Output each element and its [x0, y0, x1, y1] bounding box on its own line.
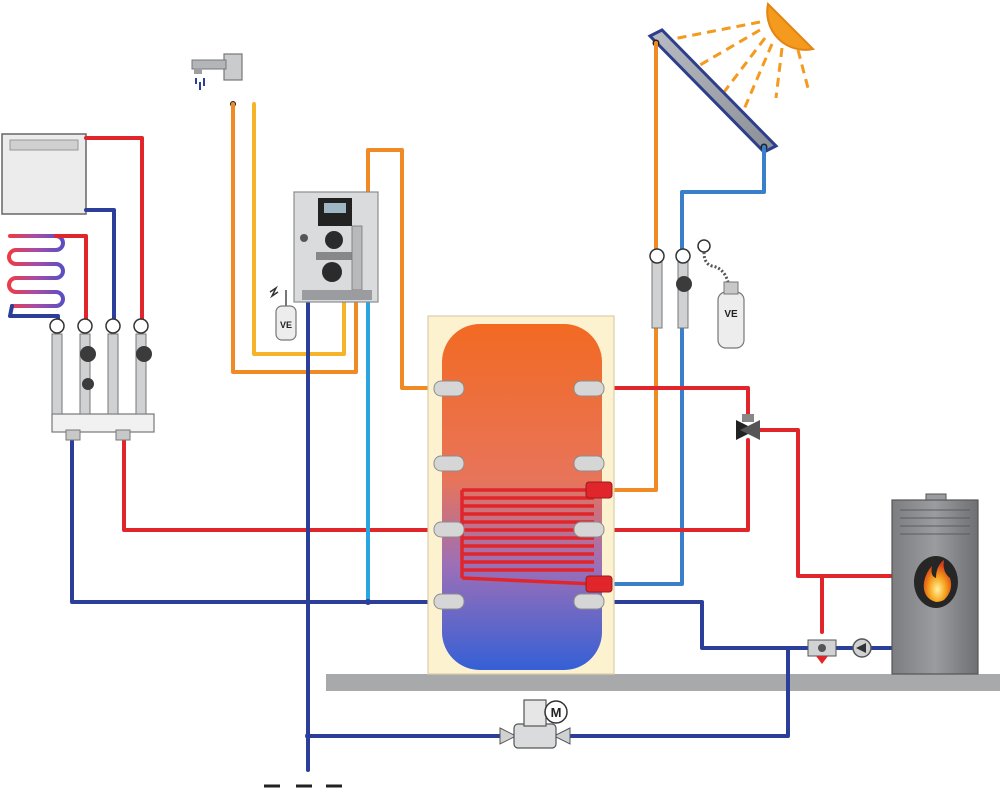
tank-sockets-right: [573, 380, 605, 610]
stove-pump-icon: [852, 638, 872, 658]
motorized-valve-icon: M: [499, 699, 571, 749]
three-way-valve-icon: [736, 414, 760, 440]
pipe-tank-hot-outlet: [366, 148, 442, 390]
pipe-stove-return: [598, 600, 810, 650]
pipe-heating-return-to-tank: [70, 434, 442, 604]
pipe-solar-flow: [608, 41, 658, 492]
solar-pump-icon: [676, 276, 692, 292]
dhw-station-icon: [293, 191, 379, 303]
pipe-dhw-hot-to-tap: [231, 102, 358, 374]
pipe-solar-return: [608, 145, 766, 586]
pipe-stove-flow-to-tank: [598, 438, 750, 532]
circulation-pump-icon: [80, 346, 152, 390]
pipe-radiator-return: [84, 208, 116, 328]
pipe-bottom-loop-right: [568, 646, 790, 738]
solar-pump-station: [649, 239, 730, 329]
pipe-heating-flow-to-tank: [122, 434, 442, 532]
pipe-dhw-supply: [252, 102, 346, 356]
solar-collector-icon: [647, 28, 779, 154]
pipe-stove-hot-to-valve: [758, 428, 894, 578]
flame-icon: [923, 560, 952, 602]
sun-icon: [667, 1, 816, 115]
storage-tank-icon: [427, 315, 615, 675]
expansion-vessel-dhw: VE: [269, 285, 297, 341]
tank-heating-coil: [460, 488, 595, 586]
expansion-vessel-solar: VE: [717, 281, 745, 349]
expansion-vessel-solar-label: VE: [724, 309, 738, 320]
solar-pressure-gauge-icon: [649, 239, 711, 264]
pipe-radiator-flow: [84, 136, 144, 328]
floor-slab: [326, 674, 1000, 691]
radiator-icon: [1, 133, 87, 215]
water-tap-icon: [191, 53, 243, 107]
pellet-stove-icon: [891, 493, 979, 675]
pressure-gauge-icon: [49, 318, 149, 334]
tank-sockets-left: [433, 380, 465, 610]
expansion-vessel-dhw-label: VE: [280, 320, 292, 330]
return-mixing-valve: [807, 639, 837, 664]
motor-label: M: [551, 705, 562, 720]
heating-pump-group: [49, 318, 155, 441]
pipe-floor-flow: [54, 234, 88, 328]
pipe-stove-flow: [598, 386, 750, 422]
underfloor-heating-coil-icon: [7, 234, 65, 308]
